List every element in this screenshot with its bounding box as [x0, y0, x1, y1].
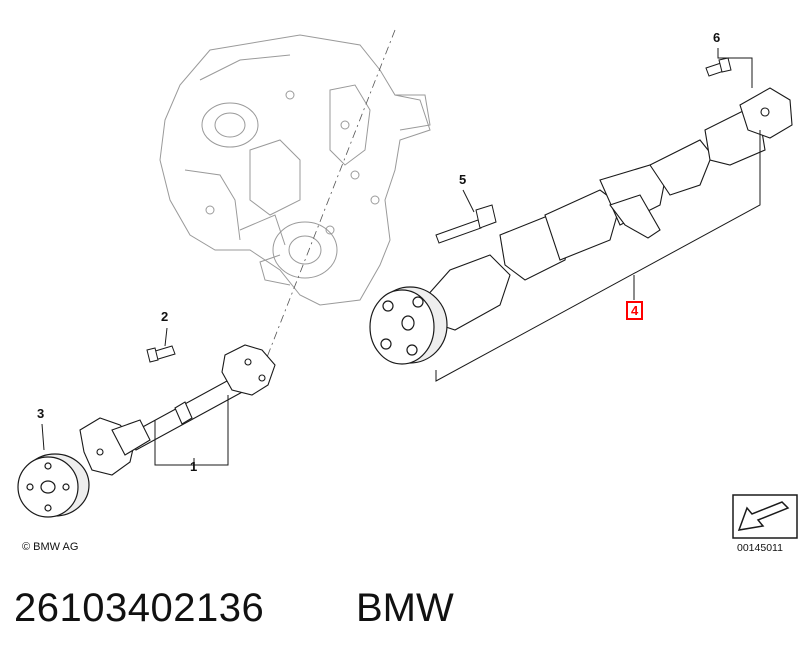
copyright-notice: © BMW AG	[22, 541, 79, 553]
callout-label-4-highlighted[interactable]: 4	[626, 301, 644, 320]
center-axis-line	[261, 29, 396, 371]
callout-label-5: 5	[459, 172, 467, 187]
transfer-case-housing	[159, 34, 431, 306]
diagram-number: 00145011	[737, 542, 783, 554]
front-drive-shaft	[79, 344, 276, 476]
leader-5	[462, 189, 475, 213]
leader-2	[164, 327, 168, 347]
bolt-6	[705, 57, 732, 77]
navigation-arrow-icon	[732, 494, 798, 539]
callout-label-2: 2	[161, 309, 169, 324]
callout-label-1: 1	[190, 459, 198, 474]
rear-drive-shaft	[409, 87, 793, 331]
callout-label-6: 6	[713, 30, 721, 45]
callout-bracket-4	[435, 130, 761, 382]
leader-6	[717, 48, 753, 88]
flex-disc-3	[17, 453, 90, 518]
callout-label-3: 3	[37, 406, 45, 421]
leader-3	[41, 423, 45, 451]
callout-bracket-1	[154, 395, 229, 466]
brand-name: BMW	[356, 586, 454, 630]
bolt-5	[435, 204, 497, 244]
rear-flex-disc	[369, 286, 448, 365]
part-number: 26103402136	[14, 586, 265, 630]
bolt-2	[146, 345, 176, 363]
